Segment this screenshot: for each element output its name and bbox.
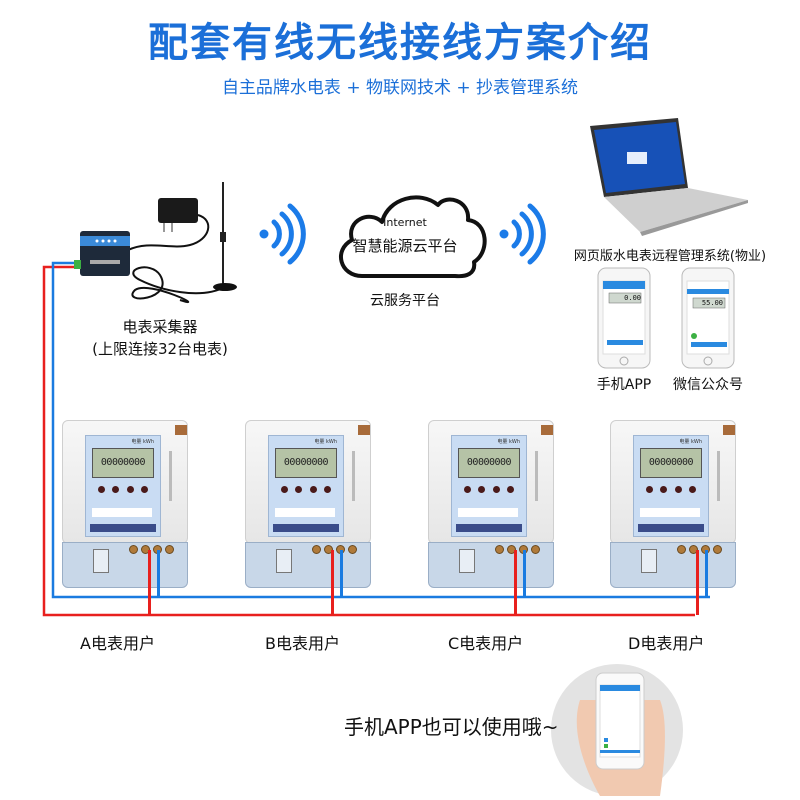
- blue-wire: [51, 261, 710, 599]
- meter-terminal: [641, 549, 657, 573]
- subtitle: 自主品牌水电表 + 物联网技术 + 抄表管理系统: [221, 78, 579, 98]
- meter-terminal: [276, 549, 292, 573]
- meter-barcode: [458, 508, 518, 517]
- blue-wire-drop: [705, 550, 708, 597]
- red-wire: [42, 265, 695, 617]
- meter-brand-strip: [90, 524, 156, 532]
- meter-panel: 电量 kWh 00000000: [633, 435, 709, 537]
- meter-screws: [312, 545, 357, 554]
- meter-screws: [129, 545, 174, 554]
- cloud-service-caption: 云服务平台: [370, 293, 440, 309]
- meter-indicators: [281, 486, 331, 493]
- collector-note: (上限连接32台电表): [92, 340, 228, 358]
- electric-meter: 电量 kWh 00000000: [610, 420, 738, 588]
- phone-app-icon: [597, 267, 651, 369]
- meter-window: [717, 451, 720, 501]
- meter-window: [535, 451, 538, 501]
- wifi-signal-icon: [499, 203, 546, 265]
- meter-user-label: A电表用户: [80, 634, 155, 653]
- meter-terminal: [459, 549, 475, 573]
- red-wire-drop: [696, 550, 699, 615]
- meter-panel: 电量 kWh 00000000: [268, 435, 344, 537]
- electric-meter: 电量 kWh 00000000: [62, 420, 190, 588]
- meter-unit: 电量 kWh: [679, 439, 702, 445]
- meter-indicators: [98, 486, 148, 493]
- meter-indicators: [646, 486, 696, 493]
- meter-indicators: [464, 486, 514, 493]
- meter-seal: [723, 425, 735, 435]
- blue-wire-drop: [157, 550, 160, 597]
- meter-display: 00000000: [275, 448, 337, 478]
- meter-seal: [358, 425, 370, 435]
- meter-brand-strip: [273, 524, 339, 532]
- meter-unit: 电量 kWh: [497, 439, 520, 445]
- electric-meter: 电量 kWh 00000000: [428, 420, 556, 588]
- meter-brand-strip: [638, 524, 704, 532]
- collector-device: [74, 231, 130, 276]
- red-wire-drop: [514, 550, 517, 615]
- wechat-account-icon: [681, 267, 735, 369]
- meter-display: 00000000: [458, 448, 520, 478]
- power-adapter-icon: [127, 198, 210, 251]
- wifi-signal-icon: [259, 203, 306, 265]
- meter-user-label: B电表用户: [265, 634, 340, 653]
- wechat-reading: 55.00: [701, 299, 723, 307]
- meter-terminal-cover: [610, 542, 736, 588]
- meter-panel: 电量 kWh 00000000: [451, 435, 527, 537]
- meter-body: 电量 kWh 00000000: [62, 420, 188, 544]
- phone-app-label: 手机APP: [596, 377, 652, 393]
- meter-body: 电量 kWh 00000000: [245, 420, 371, 544]
- blue-wire-drop: [340, 550, 343, 597]
- meter-barcode: [92, 508, 152, 517]
- meter-window: [169, 451, 172, 501]
- meter-body: 电量 kWh 00000000: [610, 420, 736, 544]
- phone-reading: 0.00: [624, 294, 641, 302]
- wechat-label: 微信公众号: [673, 377, 743, 393]
- blue-wire-drop: [523, 550, 526, 597]
- cloud-internet-label: Internet: [383, 216, 427, 229]
- red-wire-drop: [331, 550, 334, 615]
- meter-unit: 电量 kWh: [314, 439, 337, 445]
- meter-screws: [495, 545, 540, 554]
- meter-unit: 电量 kWh: [131, 439, 154, 445]
- meter-user-label: C电表用户: [448, 634, 524, 653]
- page-title: 配套有线无线接线方案介绍: [148, 20, 652, 66]
- meter-seal: [541, 425, 553, 435]
- meter-terminal-cover: [245, 542, 371, 588]
- meter-brand-strip: [456, 524, 522, 532]
- laptop-icon: [590, 118, 748, 236]
- meter-seal: [175, 425, 187, 435]
- meter-user-label: D电表用户: [628, 634, 705, 653]
- meter-terminal-cover: [62, 542, 188, 588]
- phone-in-hand-image: [551, 664, 683, 796]
- meter-display: 00000000: [92, 448, 154, 478]
- red-wire-drop: [148, 550, 151, 615]
- meter-terminal: [93, 549, 109, 573]
- meter-window: [352, 451, 355, 501]
- electric-meter: 电量 kWh 00000000: [245, 420, 373, 588]
- wiring: [42, 261, 710, 617]
- meter-screws: [677, 545, 722, 554]
- meter-barcode: [275, 508, 335, 517]
- app-note: 手机APP也可以使用哦~: [344, 715, 559, 739]
- meter-barcode: [640, 508, 700, 517]
- antenna-icon: [131, 182, 237, 303]
- meter-panel: 电量 kWh 00000000: [85, 435, 161, 537]
- meter-body: 电量 kWh 00000000: [428, 420, 554, 544]
- laptop-label: 网页版水电表远程管理系统(物业): [573, 249, 767, 264]
- meter-terminal-cover: [428, 542, 554, 588]
- cloud-platform-label: 智慧能源云平台: [352, 237, 458, 255]
- meter-display: 00000000: [640, 448, 702, 478]
- cloud-icon: [339, 195, 487, 279]
- collector-label: 电表采集器: [122, 318, 198, 336]
